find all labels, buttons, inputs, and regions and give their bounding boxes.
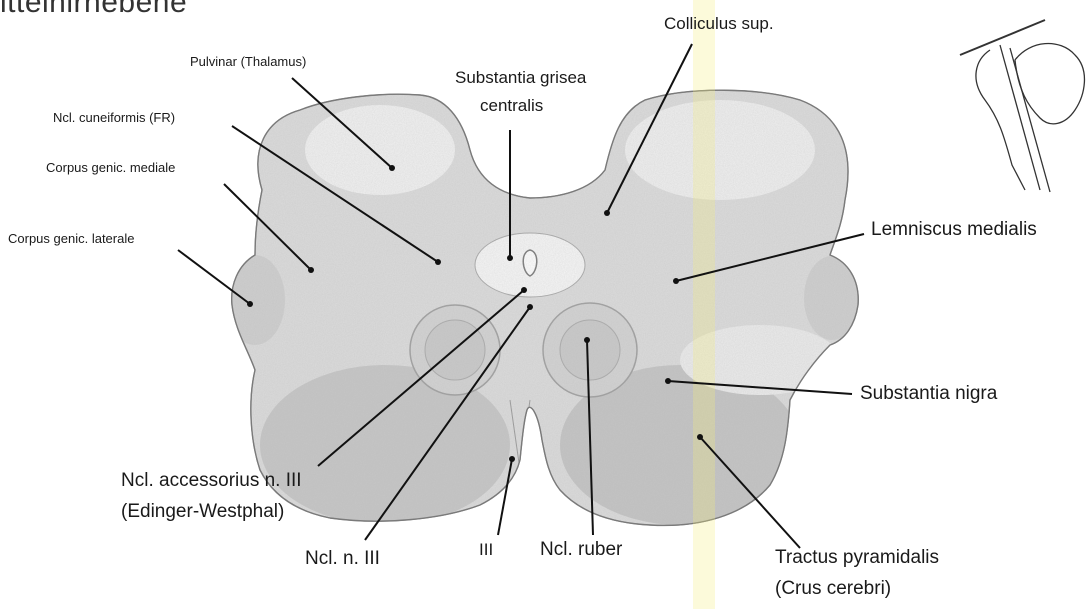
label-ncl-cuneiformis: Ncl. cuneiformis (FR) <box>53 110 175 126</box>
page-title: ittelhirnebene <box>0 0 187 20</box>
label-substantia-nigra: Substantia nigra <box>860 383 997 406</box>
label-substantia-grisea-line2: centralis <box>480 96 543 116</box>
midbrain-section <box>200 80 880 540</box>
label-lemniscus-medialis: Lemniscus medialis <box>871 219 1037 242</box>
label-colliculus-sup: Colliculus sup. <box>664 14 774 34</box>
brainstem-outline <box>976 50 1025 190</box>
orientation-sketch <box>960 20 1084 192</box>
label-ncl-accessorius-line2: (Edinger-Westphal) <box>121 501 284 524</box>
label-pulvinar: Pulvinar (Thalamus) <box>190 54 306 70</box>
label-tractus-line1: Tractus pyramidalis <box>775 547 939 570</box>
label-nerve-iii: III <box>479 540 493 560</box>
section-plane-line <box>960 20 1045 55</box>
label-substantia-grisea-line1: Substantia grisea <box>455 68 586 88</box>
label-corpus-gen-mediale: Corpus genic. mediale <box>46 160 175 176</box>
label-corpus-gen-laterale: Corpus genic. laterale <box>8 231 134 247</box>
label-ncl-n-iii: Ncl. n. III <box>305 548 380 571</box>
scan-band <box>693 0 715 609</box>
label-ncl-accessorius-line1: Ncl. accessorius n. III <box>121 470 302 493</box>
label-ncl-ruber: Ncl. ruber <box>540 539 622 562</box>
label-tractus-line2: (Crus cerebri) <box>775 578 891 601</box>
cerebellum-outline <box>1015 44 1084 124</box>
